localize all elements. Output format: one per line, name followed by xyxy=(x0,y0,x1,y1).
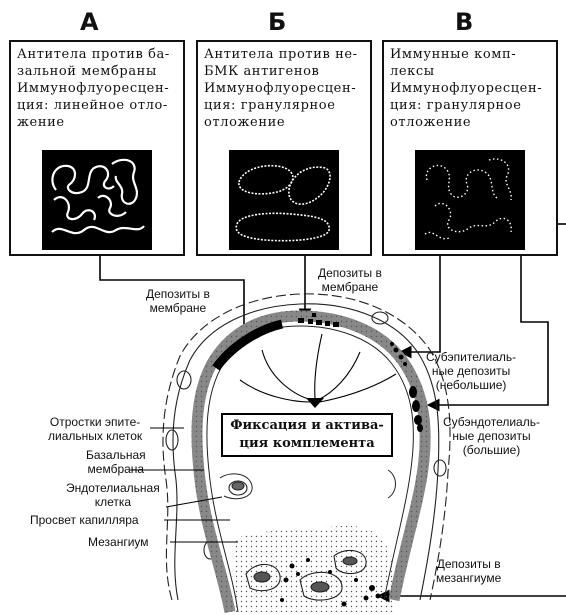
label-deposits-in-membrane-top: Депозиты в мембране xyxy=(318,266,382,294)
label-basal-membrane: Базальная мембрана xyxy=(86,448,146,476)
label-epithelial-processes: Отростки эпите- лиальных клеток xyxy=(48,415,142,443)
complement-box-line-1: Фиксация и актива- xyxy=(230,417,384,435)
complement-arrows xyxy=(240,334,396,402)
complement-fixation-box: Фиксация и актива- ция комплемента xyxy=(221,413,393,457)
label-mesangium: Мезангиум xyxy=(88,535,149,549)
complement-arrow-head xyxy=(306,398,324,408)
label-deposits-in-mesangium: Депозиты в мезангиуме xyxy=(436,557,501,585)
label-endothelial-cell: Эндотелиальная клетка xyxy=(66,481,160,509)
complement-box-line-2: ция комплемента xyxy=(239,435,374,453)
label-deposits-in-membrane-left: Депозиты в мембране xyxy=(146,287,210,315)
label-subendothelial-deposits: Субэндотелиаль- ные депозиты (большие) xyxy=(443,415,540,457)
label-subepithelial-deposits: Субэпителиаль- ные депозиты (небольшие) xyxy=(426,350,516,392)
label-capillary-lumen: Просвет капилляра xyxy=(30,513,139,527)
